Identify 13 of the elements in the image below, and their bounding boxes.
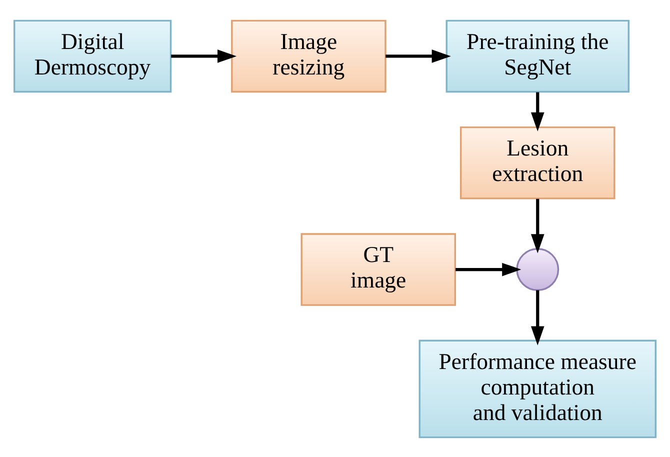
node-circle [516, 248, 560, 290]
node-box: Performance measure computation and validation [418, 339, 656, 438]
arrow [530, 92, 544, 131]
arrow [386, 49, 451, 62]
node-box: Digital Dermoscopy [14, 19, 172, 92]
node-box: Lesion extraction [460, 126, 616, 199]
arrow [530, 198, 544, 253]
node-box: GT image [300, 232, 456, 306]
arrow [530, 290, 544, 345]
arrow [171, 49, 237, 62]
node-box: Image resizing [231, 19, 386, 92]
arrow [456, 262, 522, 276]
node-box: Pre-training the SegNet [446, 19, 630, 92]
